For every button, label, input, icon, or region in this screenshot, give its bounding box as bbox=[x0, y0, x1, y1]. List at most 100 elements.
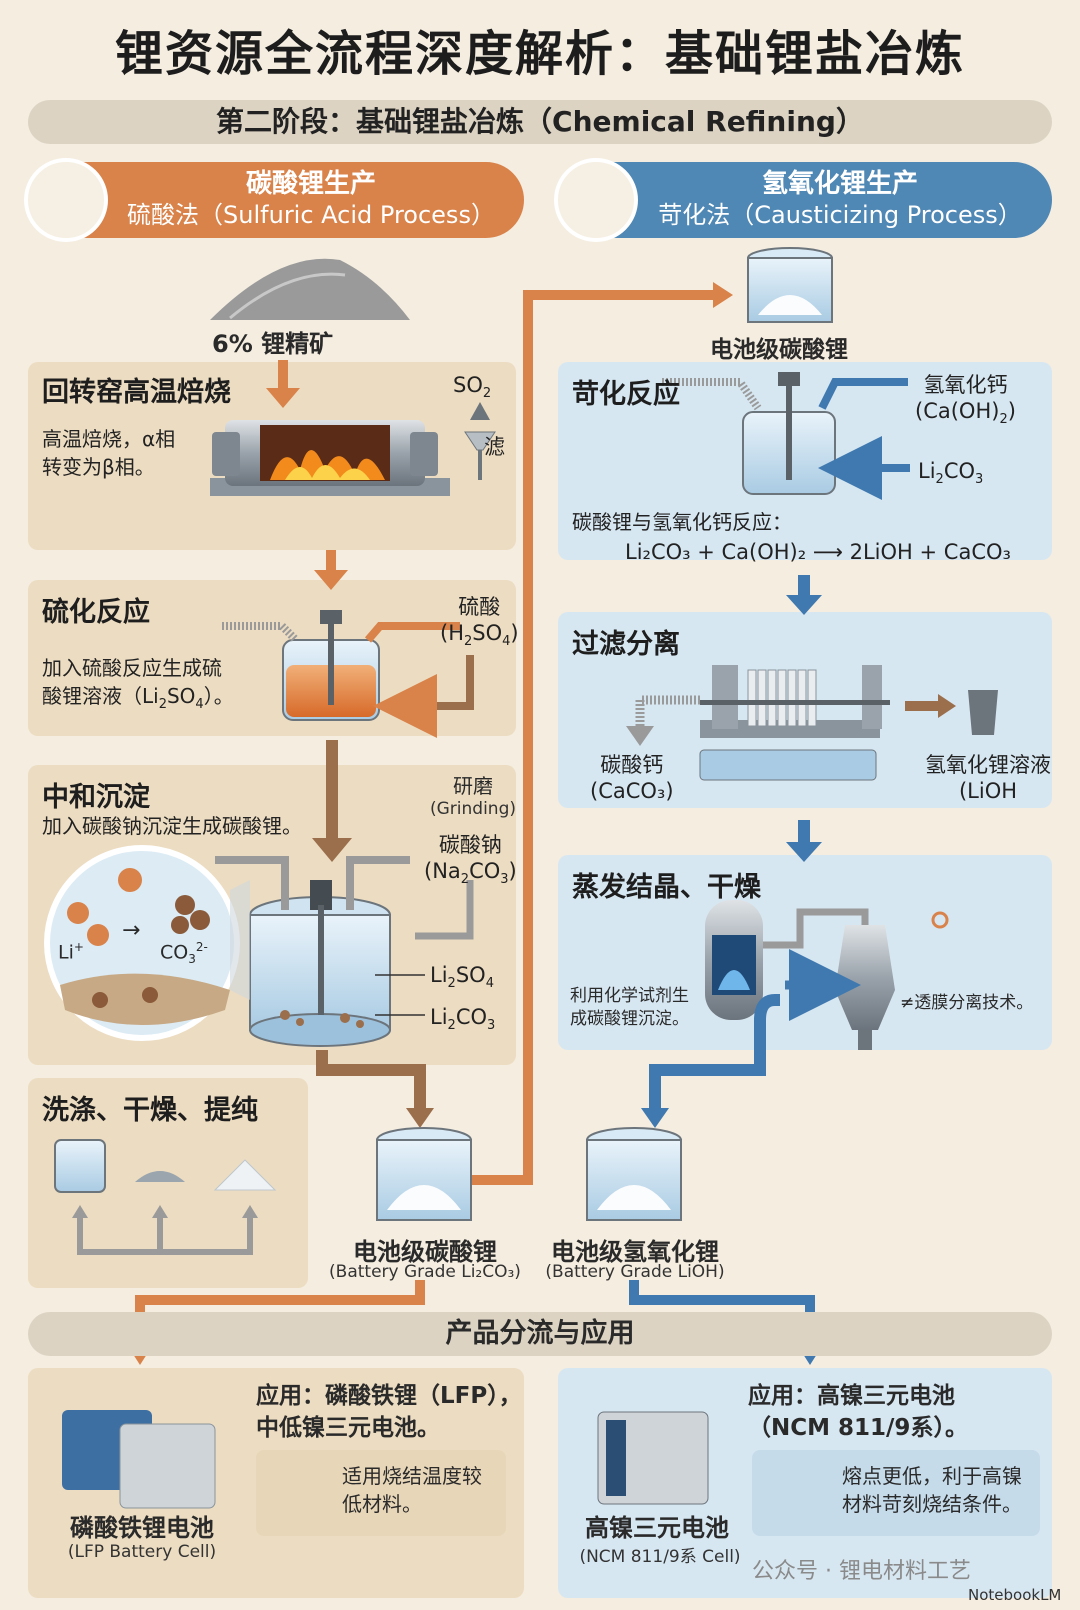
header-right-subtitle: 苛化法（Causticizing Process） bbox=[658, 201, 1022, 229]
a2c: SO bbox=[472, 621, 503, 645]
ilp: + bbox=[73, 940, 84, 954]
icp: 2- bbox=[195, 940, 208, 954]
a2a: (H bbox=[440, 621, 464, 645]
stage-bar: 第二阶段：基础锂盐冶炼（Chemical Refining） bbox=[28, 100, 1052, 144]
ics: 3 bbox=[188, 952, 196, 967]
lfp-n1: 适用烧结温度较 bbox=[342, 1464, 482, 1488]
lioh-product-name: 电池级氢氧化锂 bbox=[551, 1238, 719, 1266]
a2d: 4 bbox=[502, 634, 511, 650]
ri2: 2 bbox=[935, 472, 944, 488]
grind-cn: 研磨 bbox=[453, 774, 493, 798]
ca-cn: 氢氧化钙 bbox=[923, 373, 1008, 397]
l3: SO bbox=[455, 963, 486, 987]
lioh-solution-output: 氢氧化锂溶液 (LiOH bbox=[925, 752, 1051, 804]
ncm-app-2: （NCM 811/9系）。 bbox=[748, 1415, 968, 1441]
l1: Li bbox=[430, 963, 448, 987]
filter-label: 滤 bbox=[484, 435, 505, 459]
ncm-cell-sub: (NCM 811/9系 Cell) bbox=[579, 1547, 741, 1567]
roast-desc-line1: 高温焙烧，α相 bbox=[42, 427, 176, 451]
ion-li-label: Li+ bbox=[58, 940, 84, 963]
ncm-cell-name: 高镍三元电池 bbox=[585, 1514, 729, 1542]
acid-name: 硫酸 bbox=[458, 595, 501, 619]
application-bar: 产品分流与应用 bbox=[28, 1312, 1052, 1356]
ncm-n2: 材料苛刻烧结条件。 bbox=[842, 1492, 1022, 1516]
li2co3-product-sub: (Battery Grade Li₂CO₃) bbox=[329, 1262, 521, 1282]
s-d2c: SO bbox=[166, 684, 196, 708]
c4: 3 bbox=[487, 1018, 496, 1034]
a2e: ) bbox=[510, 621, 519, 645]
header-right-title: 氢氧化锂生产 bbox=[761, 169, 918, 199]
ca2: (Ca(OH) bbox=[915, 399, 1000, 423]
filter-press-base bbox=[700, 720, 880, 738]
sd2d: 3 bbox=[500, 872, 509, 888]
so2-sub: 2 bbox=[482, 386, 492, 402]
caustic-title: 苛化反应 bbox=[572, 379, 680, 410]
ncm-application: 应用：高镍三元电池 （NCM 811/9系）。 bbox=[748, 1380, 968, 1444]
ca2c: ) bbox=[1007, 399, 1016, 423]
lfp-app-2: 中低镍三元电池。 bbox=[256, 1415, 440, 1441]
neutralization-title: 中和沉淀 bbox=[42, 782, 150, 813]
lfp-app-1: 应用：磷酸铁锂（LFP）， bbox=[256, 1383, 522, 1409]
evap-right-text: ≠透膜分离技术。 bbox=[900, 993, 1034, 1013]
il: Li bbox=[58, 941, 74, 964]
header-left-title: 碳酸锂生产 bbox=[245, 169, 376, 199]
ncm-app-1: 应用：高镍三元电池 bbox=[748, 1383, 955, 1409]
ev2: 成碳酸锂沉淀。 bbox=[570, 1009, 689, 1029]
roast-title: 回转窑高温焙烧 bbox=[42, 377, 231, 408]
caustic-desc: 碳酸锂与氢氧化钙反应： bbox=[572, 510, 792, 534]
ca-formula: (Ca(OH)2) bbox=[915, 398, 1016, 433]
ri3: CO bbox=[943, 459, 976, 483]
acid-formula: (H2SO4) bbox=[440, 620, 519, 655]
filter-title: 过滤分离 bbox=[572, 629, 680, 660]
li2co3-label: Li2CO3 bbox=[430, 1004, 495, 1039]
evap-desc: 利用化学试剂生 成碳酸锂沉淀。 bbox=[570, 985, 689, 1031]
grind-en: (Grinding) bbox=[430, 799, 517, 819]
soda-formula: (Na2CO3) bbox=[424, 858, 517, 893]
ore-icon bbox=[24, 158, 108, 242]
roast-desc: 高温焙烧，α相 转变为β相。 bbox=[42, 425, 175, 481]
grinding-label: 研磨 (Grinding) bbox=[430, 770, 516, 819]
caoh2-label: 氢氧化钙 (Ca(OH)2) bbox=[915, 372, 1016, 433]
reaction-arrow-icon: → bbox=[122, 918, 141, 943]
soda-cn: 碳酸钠 bbox=[438, 833, 502, 857]
evap-title: 蒸发结晶、干燥 bbox=[572, 872, 761, 903]
lioh-product-sub: (Battery Grade LiOH) bbox=[545, 1262, 725, 1282]
ca2b: 2 bbox=[999, 412, 1008, 428]
ncm-n1: 熔点更低，利于高镍 bbox=[842, 1464, 1022, 1488]
li2so4-label: Li2SO4 bbox=[430, 962, 494, 997]
l2: 2 bbox=[447, 976, 456, 992]
ncm-note-box bbox=[752, 1450, 1040, 1536]
notebooklm-brand: NotebookLM bbox=[968, 1586, 1062, 1604]
roast-desc-line2: 转变为β相。 bbox=[42, 455, 155, 479]
lfp-cell-grey bbox=[119, 1423, 216, 1509]
beaker-icon bbox=[554, 158, 638, 242]
wash-title: 洗涤、干燥、提纯 bbox=[42, 1095, 258, 1126]
ic: CO bbox=[160, 941, 189, 964]
a2b: 2 bbox=[463, 634, 473, 650]
waste-bin bbox=[968, 690, 998, 735]
page-title: 锂资源全流程深度解析：基础锂盐冶炼 bbox=[114, 26, 965, 82]
ore-label: 6% 锂精矿 bbox=[212, 330, 334, 358]
c2: 2 bbox=[447, 1018, 456, 1034]
l4: 4 bbox=[485, 976, 494, 992]
soda-ash-label: 碳酸钠 (Na2CO3) bbox=[424, 832, 517, 893]
s-d2e: ）。 bbox=[203, 684, 234, 708]
ncm-note: 熔点更低，利于高镍 材料苛刻烧结条件。 bbox=[842, 1462, 1022, 1518]
sd2a: (Na bbox=[424, 859, 461, 883]
neutralization-desc: 加入碳酸钠沉淀生成碳酸锂。 bbox=[42, 814, 302, 838]
sulfation-desc: 加入硫酸反应生成硫 酸锂溶液（Li2SO4）。 bbox=[42, 654, 234, 719]
caco3-formula: (CaCO₃) bbox=[590, 779, 674, 803]
wash-panel bbox=[28, 1078, 308, 1288]
wechat-watermark: 公众号 · 锂电材料工艺 bbox=[752, 1559, 971, 1584]
sulfation-title: 硫化反应 bbox=[42, 597, 150, 628]
c3: CO bbox=[455, 1005, 488, 1029]
so2-label: SO2 bbox=[453, 372, 491, 407]
caustic-equation: Li₂CO₃ + Ca(OH)₂ ⟶ 2LiOH + CaCO₃ bbox=[625, 540, 1011, 564]
sulfuric-acid-label: 硫酸 (H2SO4) bbox=[440, 594, 519, 655]
ri4: 3 bbox=[975, 472, 984, 488]
lfp-cell-sub: (LFP Battery Cell) bbox=[67, 1542, 217, 1562]
sd2b: 2 bbox=[460, 872, 470, 888]
sulfation-desc-line2: 酸锂溶液（Li2SO4）。 bbox=[42, 682, 234, 719]
input-li2co3-label: 电池级碳酸锂 bbox=[710, 337, 848, 363]
